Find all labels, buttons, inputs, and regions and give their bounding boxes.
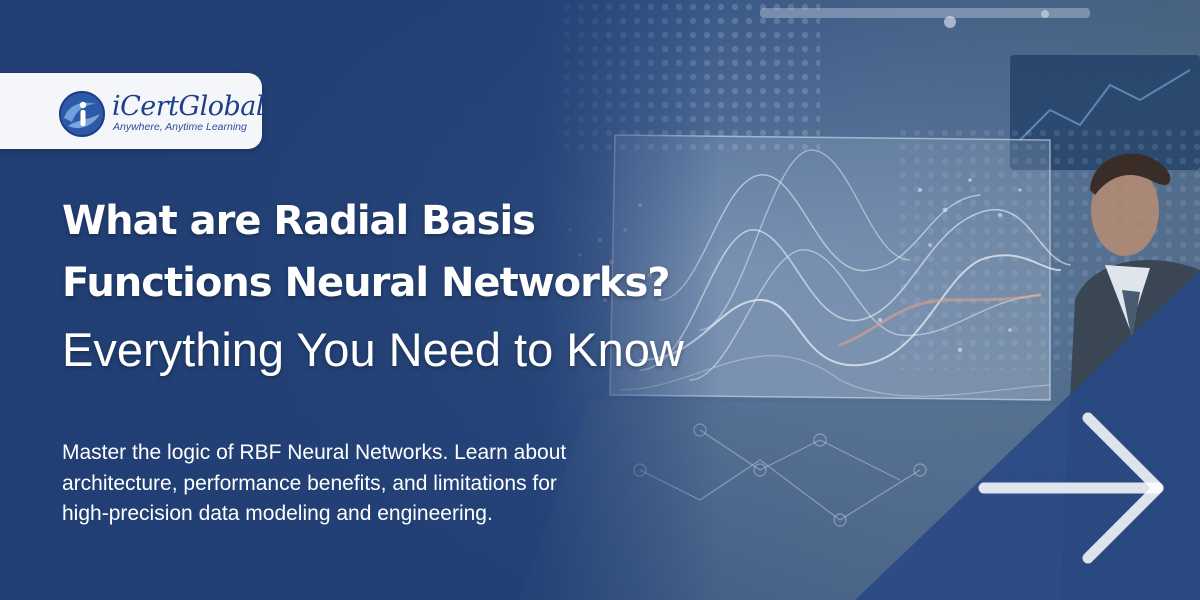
headline-line-3: Everything You Need to Know [62,323,684,376]
logo-card [0,73,262,149]
icertglobal-logo-icon [59,91,105,137]
description-text: Master the logic of RBF Neural Networks.… [62,441,567,525]
brand-name: iCertGlobal [112,91,265,122]
headline-line-2: Functions Neural Networks? [62,260,670,306]
brand-tagline: Anywhere, Anytime Learning [113,121,247,133]
headline-line-1: What are Radial Basis [62,198,536,244]
right-arrow-icon[interactable] [976,410,1172,566]
